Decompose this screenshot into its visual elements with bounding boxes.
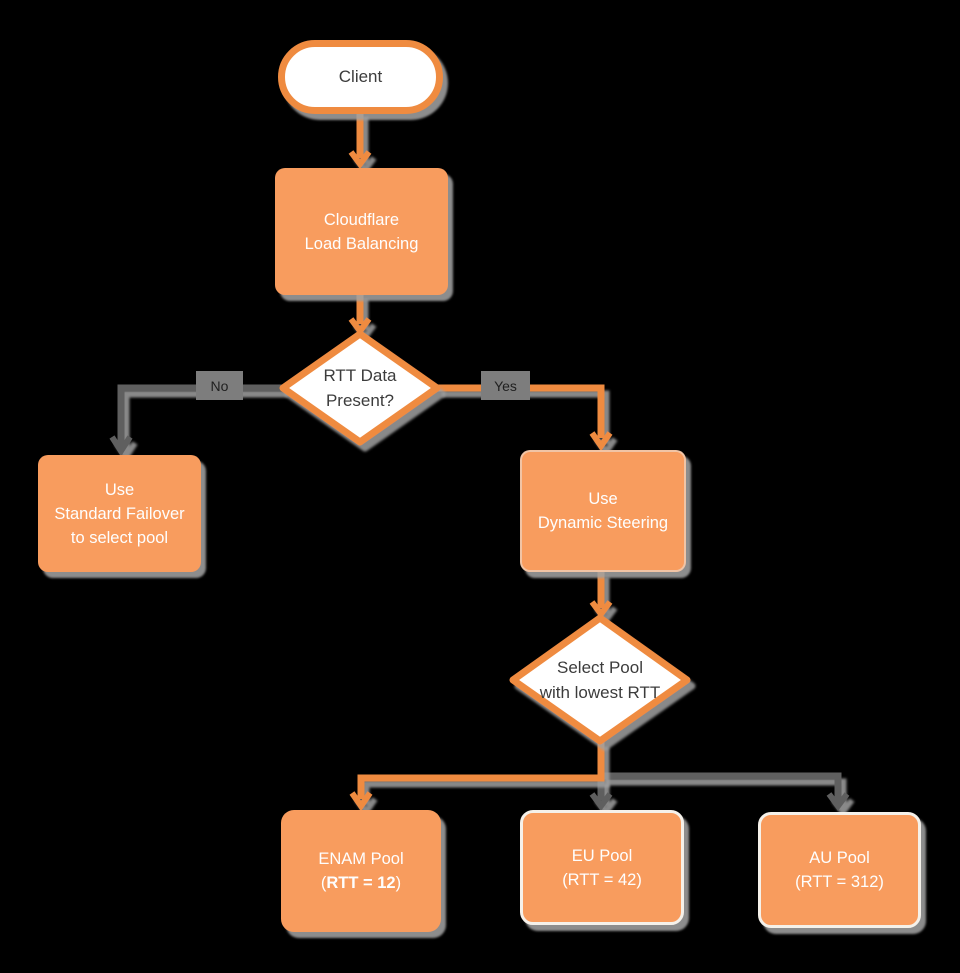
enam-pool-line2: (RTT = 12) (321, 871, 401, 895)
au-pool-line1: AU Pool (809, 849, 870, 867)
node-cloudflare-load-balancing: Cloudflare Load Balancing (275, 168, 448, 295)
eu-pool-line1: EU Pool (571, 846, 633, 865)
diamond-rtt-data-present (279, 330, 441, 446)
load-balancer-line1: Cloudflare (323, 210, 400, 229)
enam-paren-open: ( (320, 874, 327, 892)
arrowhead-select-pool (589, 600, 613, 619)
enam-rtt-value: RTT = 12 (326, 874, 396, 892)
edge-label-no: No (196, 371, 243, 400)
node-enam-pool: ENAM Pool (RTT = 12) (281, 810, 441, 932)
standard-failover-line3: to select pool (70, 528, 169, 547)
dynamic-steering-line2: Dynamic Steering (537, 514, 669, 532)
edge-select-pool-to-enam (357, 741, 605, 799)
edge-label-yes: Yes (481, 371, 530, 400)
diamond-select-pool-lowest-rtt (509, 614, 691, 745)
standard-failover-line2: Standard Failover (54, 504, 185, 523)
client-label: Client (338, 67, 383, 86)
arrowhead-dynamic-steering (589, 431, 613, 452)
node-au-pool: AU Pool (RTT = 312) (758, 812, 921, 928)
dynamic-steering-line1: Use (588, 490, 618, 508)
node-client: Client (278, 40, 443, 114)
eu-pool-line2: (RTT = 42) (562, 870, 642, 889)
no-label-text: No (210, 377, 229, 394)
arrowhead-enam-pool (349, 791, 373, 812)
load-balancer-line2: Load Balancing (304, 234, 419, 253)
edge-select-pool-to-au (601, 772, 842, 801)
node-use-standard-failover: Use Standard Failover to select pool (38, 455, 201, 572)
yes-label-text: Yes (494, 377, 517, 394)
node-eu-pool: EU Pool (RTT = 42) (520, 810, 684, 925)
enam-pool-line1: ENAM Pool (318, 850, 404, 868)
arrowhead-loadbalancer (348, 150, 372, 169)
arrowhead-standard-failover (109, 435, 133, 457)
enam-paren-close: ) (395, 874, 402, 892)
au-pool-line2: (RTT = 312) (795, 873, 884, 891)
arrowhead-eu-pool (589, 792, 613, 811)
node-use-dynamic-steering: Use Dynamic Steering (520, 450, 686, 572)
standard-failover-line1: Use (104, 480, 135, 499)
arrowhead-au-pool (826, 792, 850, 811)
